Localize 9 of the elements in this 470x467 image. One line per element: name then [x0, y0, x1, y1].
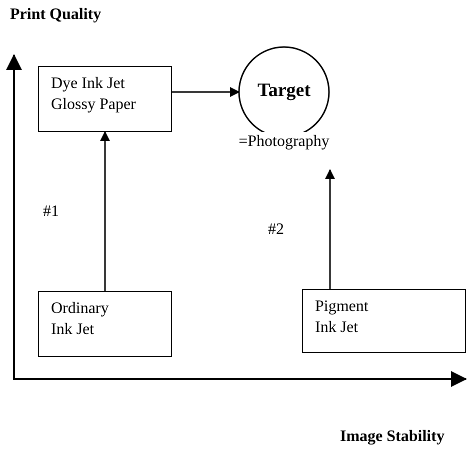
category-box: Pigment Ink Jet [302, 289, 466, 353]
arrow [325, 169, 335, 289]
axis-title: Print Quality [10, 6, 102, 24]
category-box: Ordinary Ink Jet [38, 291, 172, 357]
axis-title: Image Stability [340, 428, 444, 446]
category-box: Dye Ink Jet Glossy Paper [38, 66, 172, 132]
arrow [172, 87, 240, 97]
target-label: Target [256, 80, 312, 102]
arrow [100, 131, 110, 291]
